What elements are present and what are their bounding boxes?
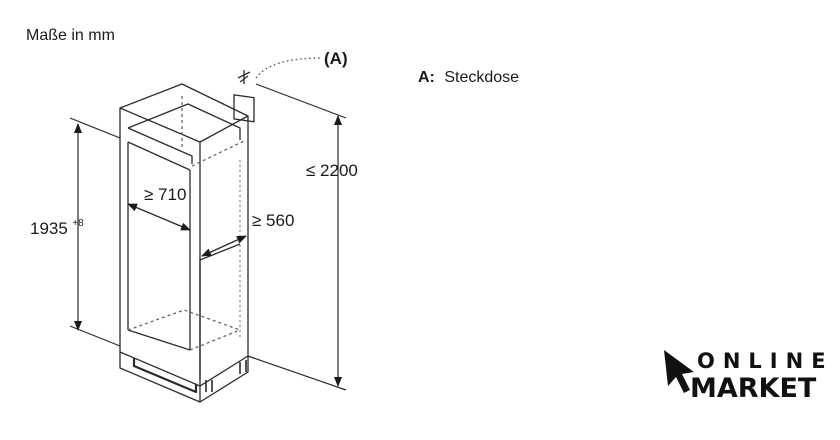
legend: A: Steckdose (418, 69, 519, 86)
dimension-depth-arrow (201, 235, 247, 257)
dimension-height-niche (69, 117, 121, 347)
cabinet-front-left-panel (119, 107, 201, 387)
dimension-width-label: ≥ 710 (144, 185, 186, 204)
dimension-height-total-label: ≤ 2200 (306, 161, 358, 180)
dimension-height-niche-tolerance: +8 (72, 218, 84, 229)
online-market-logo: ONLINE MARKET (664, 349, 834, 404)
legend-key: A: (418, 69, 435, 86)
dimension-height-niche-label: 1935 +8 (30, 218, 84, 238)
legend-value: Steckdose (444, 69, 519, 86)
dimension-height-niche-value: 1935 (30, 219, 68, 238)
cursor-icon (664, 350, 694, 393)
page-title: Maße in mm (26, 27, 115, 44)
cabinet-drawing (119, 83, 249, 403)
dimension-width-arrow (127, 203, 191, 231)
dimension-height-total (247, 83, 347, 391)
cabinet-top (119, 83, 249, 143)
callout-label: (A) (324, 49, 348, 68)
socket-icon (233, 70, 255, 123)
dimension-depth-label: ≥ 560 (252, 211, 294, 230)
logo-line2: MARKET (690, 373, 817, 404)
logo-line1: ONLINE (697, 349, 834, 373)
callout-leader (255, 57, 323, 79)
